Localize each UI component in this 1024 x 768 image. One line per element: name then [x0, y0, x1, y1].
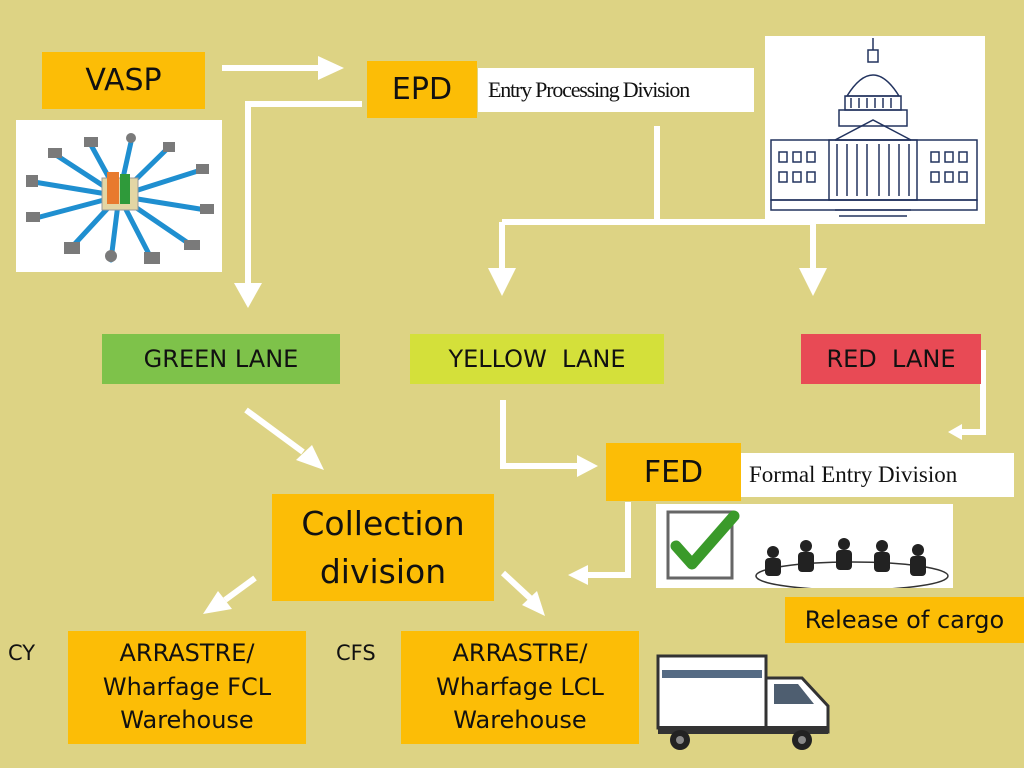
epd-full-label: Entry Processing Division [488, 77, 690, 102]
lcl-line2: Wharfage LCL [436, 672, 604, 701]
vasp-box: VASP [42, 52, 205, 109]
arrowhead-fed [577, 455, 598, 477]
arrowhead-lcl [522, 591, 545, 616]
lcl-warehouse-box: ARRASTRE/ Wharfage LCL Warehouse [401, 631, 639, 744]
delivery-truck-icon [652, 650, 834, 754]
yellow-lane-label: YELLOW LANE [448, 345, 626, 373]
fed-full-name: Formal Entry Division [741, 453, 1014, 497]
fcl-line2: Wharfage FCL [102, 672, 272, 701]
epd-label: EPD [391, 72, 453, 107]
arrowhead-green [234, 283, 262, 308]
arrowhead-collection [296, 445, 324, 470]
release-of-cargo-box: Release of cargo [785, 597, 1024, 643]
cfs-label: CFS [336, 641, 376, 665]
arrowhead-fcl [203, 591, 232, 614]
green-lane-box: GREEN LANE [102, 334, 340, 384]
arrowhead-vasp-epd [318, 56, 344, 80]
red-lane-box: RED LANE [801, 334, 981, 384]
capitol-building-icon [765, 36, 985, 224]
epd-box: EPD [367, 61, 477, 118]
yellow-lane-box: YELLOW LANE [410, 334, 664, 384]
arrowhead-fed-collection [568, 565, 588, 585]
business-meeting-icon [755, 538, 949, 588]
red-lane-label: RED LANE [826, 345, 956, 373]
fed-label: FED [643, 454, 704, 490]
release-label: Release of cargo [804, 606, 1005, 634]
collection-label-line2: division [319, 551, 447, 591]
fed-illustration [656, 504, 953, 588]
vasp-label: VASP [85, 63, 162, 98]
green-checkmark-icon [666, 510, 740, 580]
fed-box: FED [606, 443, 741, 501]
fcl-warehouse-box: ARRASTRE/ Wharfage FCL Warehouse [68, 631, 306, 744]
fed-full-label: Formal Entry Division [749, 462, 958, 487]
collection-label-line1: Collection [301, 503, 465, 543]
cy-label: CY [8, 641, 36, 665]
computer-network-icon [16, 120, 222, 272]
arrowhead-red-fed [948, 424, 962, 440]
lcl-line3: Warehouse [453, 706, 587, 735]
fcl-line3: Warehouse [120, 706, 254, 735]
fcl-line1: ARRASTRE/ [119, 639, 255, 668]
epd-full-name: Entry Processing Division [478, 68, 754, 112]
collection-division-box: Collection division [272, 494, 494, 601]
arrowhead-yellow [488, 268, 516, 296]
green-lane-label: GREEN LANE [143, 345, 299, 373]
arrowhead-red [799, 268, 827, 296]
lcl-line1: ARRASTRE/ [452, 639, 588, 668]
